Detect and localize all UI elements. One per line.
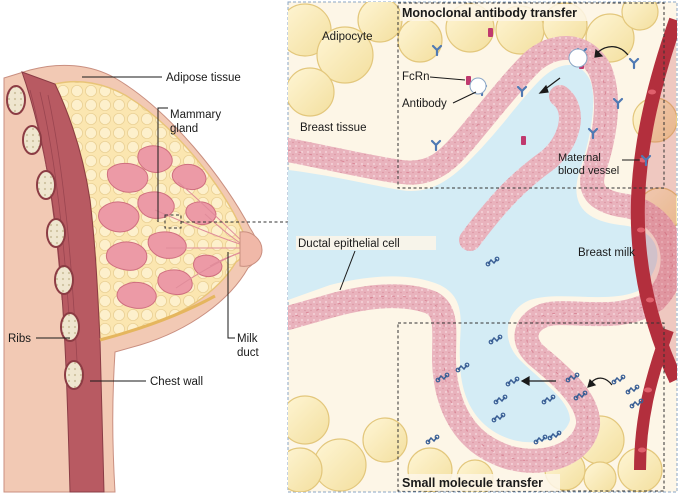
left-labels: Adipose tissue Mammary gland Ribs Milk d… bbox=[8, 72, 260, 388]
label-blood-vessel: blood vessel bbox=[558, 165, 619, 177]
ribs bbox=[6, 85, 84, 390]
nipple bbox=[239, 231, 263, 267]
right-labels: Adipocyte Breast tissue FcRn Antibody Ma… bbox=[296, 31, 640, 291]
maternal-blood-vessel bbox=[630, 17, 677, 471]
label-breast-milk: Breast milk bbox=[578, 247, 635, 259]
label-adipose-tissue: Adipose tissue bbox=[166, 72, 241, 84]
label-mammary-gland-line1: Mammary bbox=[170, 109, 221, 121]
label-maternal: Maternal bbox=[558, 152, 601, 164]
antibody-transfer-box bbox=[397, 2, 665, 189]
mammary-gland-lobes bbox=[98, 145, 223, 309]
label-mammary-gland-line2: gland bbox=[170, 123, 198, 135]
milk-lumen bbox=[288, 65, 658, 443]
breast-anatomy-illustration bbox=[3, 64, 263, 493]
label-fcrn: FcRn bbox=[402, 71, 429, 83]
label-adipocyte: Adipocyte bbox=[322, 31, 373, 43]
label-breast-tissue: Breast tissue bbox=[300, 122, 366, 134]
chest-wall-lining bbox=[99, 294, 216, 342]
endosome-vesicles bbox=[469, 48, 588, 95]
title-small-molecule-transfer: Small molecule transfer bbox=[402, 476, 543, 490]
label-milk-duct-line1: Milk bbox=[237, 333, 258, 345]
title-monoclonal-antibody-transfer: Monoclonal antibody transfer bbox=[402, 6, 577, 20]
label-ribs: Ribs bbox=[8, 333, 31, 345]
label-milk-duct-line2: duct bbox=[237, 347, 260, 359]
transfer-arrows bbox=[520, 46, 629, 388]
label-antibody: Antibody bbox=[402, 98, 447, 110]
label-chest-wall: Chest wall bbox=[150, 376, 203, 388]
label-ductal-epithelial-cell: Ductal epithelial cell bbox=[298, 238, 400, 250]
